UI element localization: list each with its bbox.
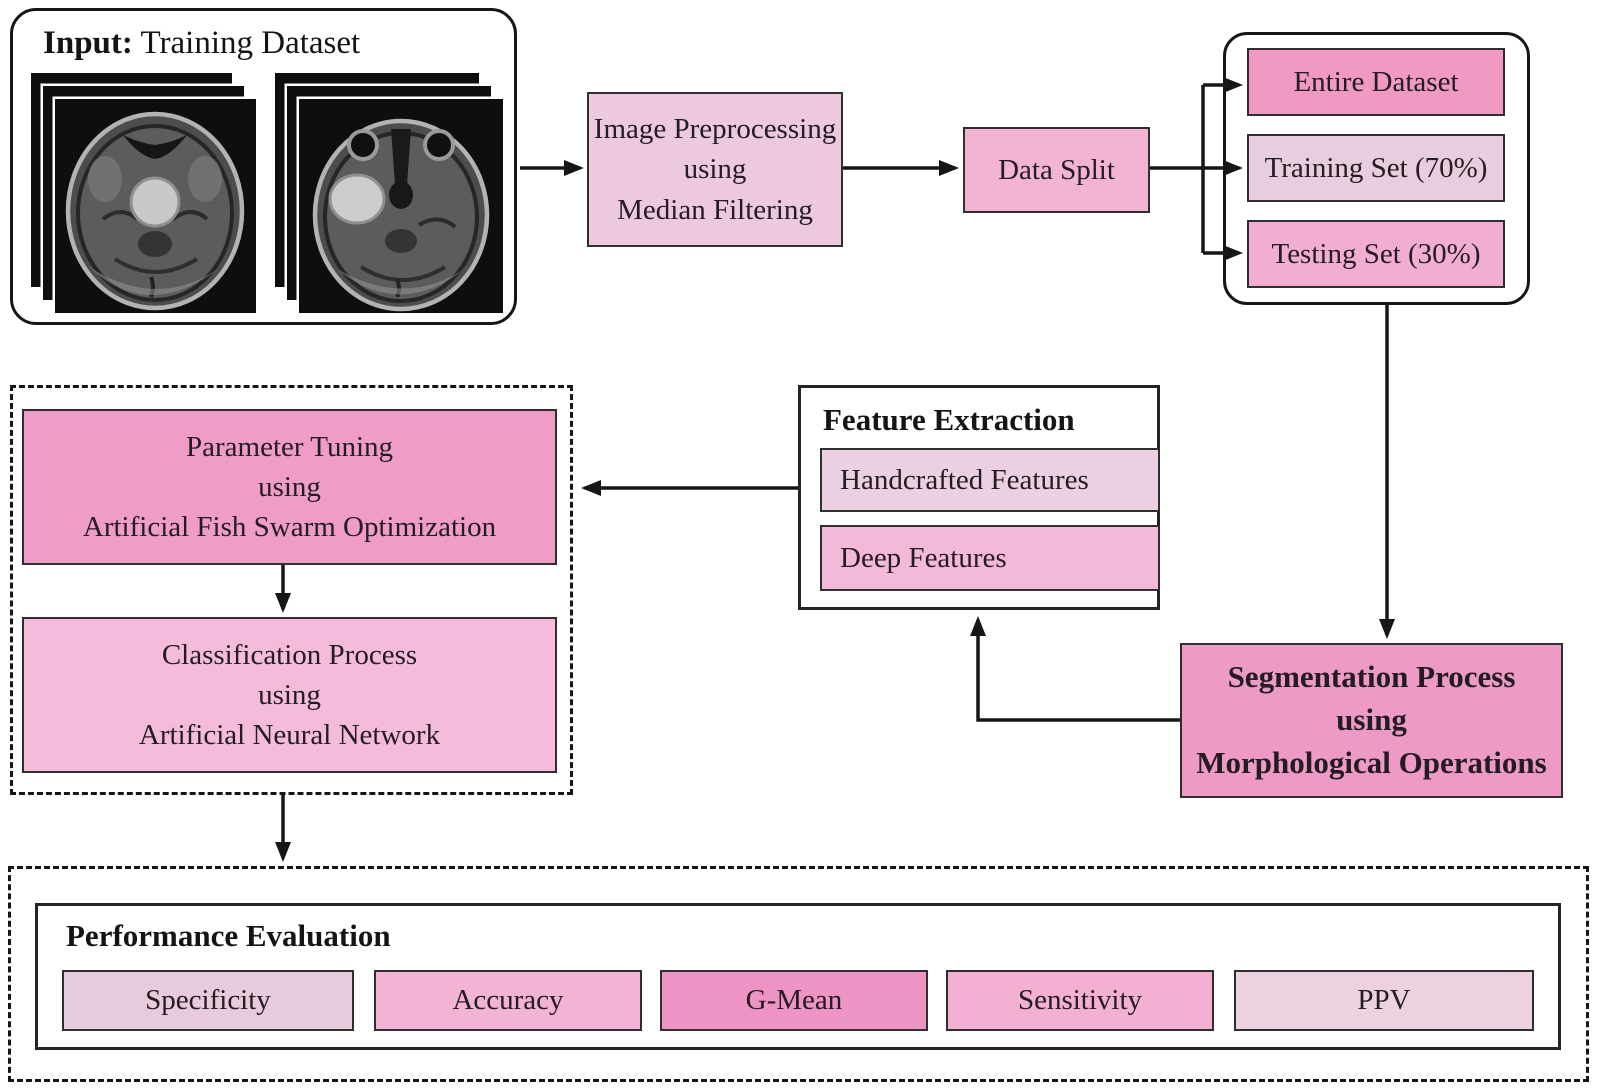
mri-stack2-front-image [299, 99, 503, 313]
brain-mri-left-tumor-image [299, 99, 503, 313]
input-title-rest: Training Dataset [132, 25, 361, 61]
data-split-node: Data Split [963, 127, 1150, 213]
metric-accuracy-label: Accuracy [452, 984, 564, 1017]
metric-gmean: G-Mean [660, 970, 928, 1031]
metric-gmean-label: G-Mean [745, 984, 843, 1017]
input-title-prefix: Input: [43, 25, 133, 61]
entire-dataset-node: Entire Dataset [1247, 48, 1505, 116]
parameter-tuning-line1: Parameter Tuning [185, 430, 394, 463]
metric-ppv-label: PPV [1357, 984, 1411, 1017]
classification-line1: Classification Process [161, 638, 418, 671]
handcrafted-features-label: Handcrafted Features [840, 463, 1089, 496]
parameter-tuning-node: Parameter Tuning using Artificial Fish S… [22, 409, 557, 565]
preprocessing-line3: Median Filtering [617, 193, 813, 226]
training-set-node: Training Set (70%) [1247, 134, 1505, 202]
classification-line2: using [258, 678, 321, 711]
preprocessing-line1: Image Preprocessing [593, 113, 837, 146]
metric-ppv: PPV [1234, 970, 1534, 1031]
training-set-label: Training Set (70%) [1264, 151, 1488, 184]
handcrafted-features-node: Handcrafted Features [820, 448, 1160, 512]
feature-extraction-title: Feature Extraction [823, 402, 1075, 437]
metric-specificity-label: Specificity [145, 984, 271, 1017]
performance-title: Performance Evaluation [66, 918, 391, 953]
mri-stack1-front-image [55, 99, 256, 313]
preprocessing-node: Image Preprocessing using Median Filteri… [587, 92, 843, 247]
data-split-label: Data Split [998, 153, 1115, 186]
input-panel-title: Input: Training Dataset [43, 25, 360, 62]
metric-sensitivity-label: Sensitivity [1017, 984, 1143, 1017]
deep-features-node: Deep Features [820, 525, 1160, 591]
testing-set-label: Testing Set (30%) [1271, 237, 1481, 270]
arrow-segmentation-to-features [970, 616, 1180, 722]
metric-specificity: Specificity [62, 970, 354, 1031]
preprocessing-line2: using [683, 153, 747, 186]
parameter-tuning-line2: using [258, 470, 321, 503]
input-panel: Input: Training Dataset [10, 8, 517, 325]
segmentation-line3: Morphological Operations [1196, 744, 1547, 780]
deep-features-label: Deep Features [840, 541, 1007, 574]
segmentation-line2: using [1336, 702, 1407, 738]
parameter-tuning-line3: Artificial Fish Swarm Optimization [82, 511, 497, 543]
testing-set-node: Testing Set (30%) [1247, 220, 1505, 288]
segmentation-line1: Segmentation Process [1227, 659, 1516, 695]
metric-accuracy: Accuracy [374, 970, 642, 1031]
classification-node: Classification Process using Artificial … [22, 617, 557, 773]
feature-extraction-panel: Feature Extraction Handcrafted Features … [798, 385, 1160, 610]
segmentation-node: Segmentation Process using Morphological… [1180, 643, 1563, 798]
classification-line3: Artificial Neural Network [138, 719, 441, 751]
brain-mri-central-tumor-image [55, 99, 256, 313]
entire-dataset-label: Entire Dataset [1293, 65, 1459, 98]
metric-sensitivity: Sensitivity [946, 970, 1214, 1031]
